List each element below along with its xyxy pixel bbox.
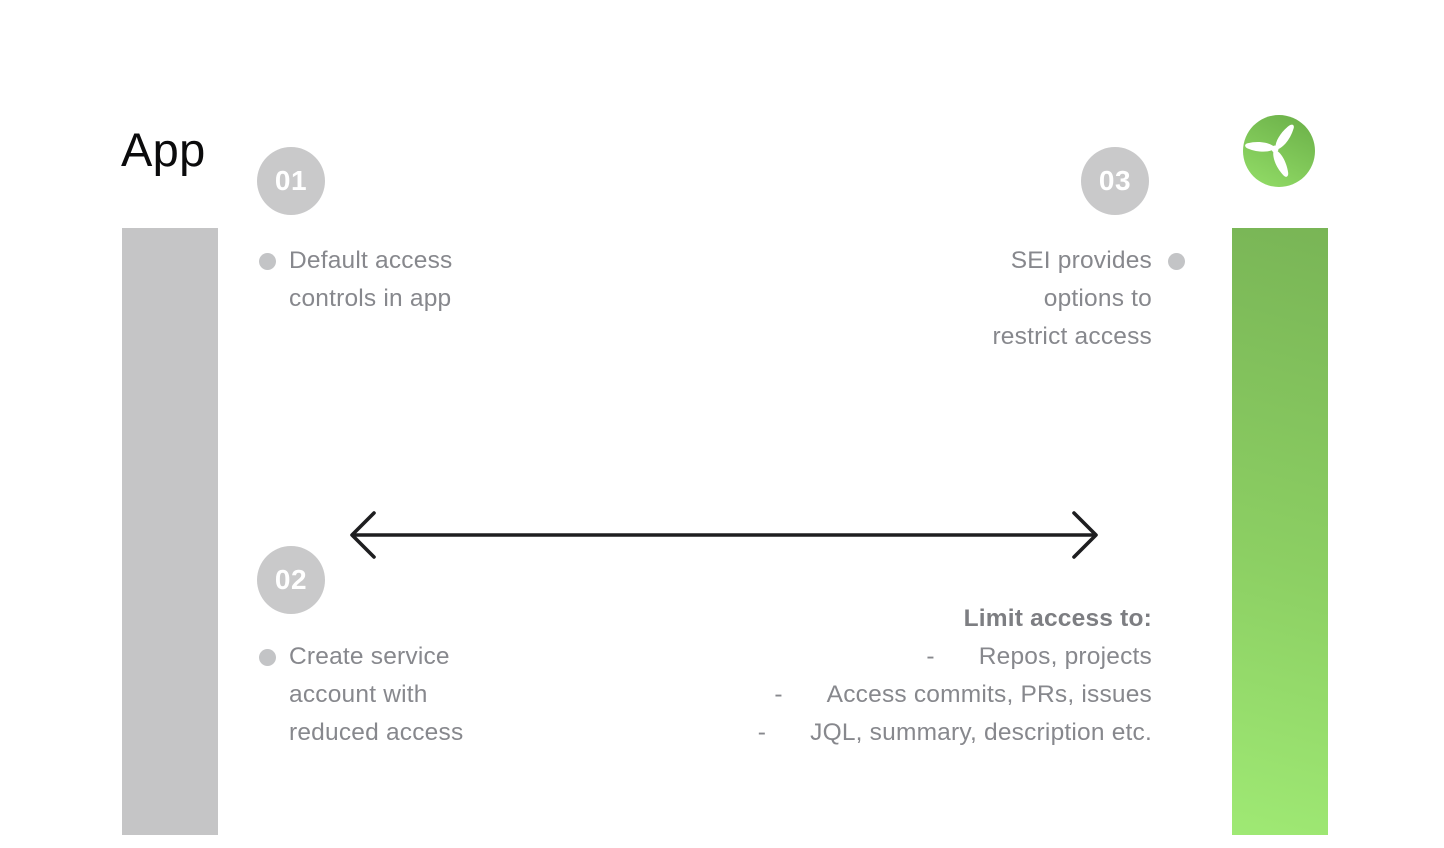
dash-marker: - (757, 719, 767, 746)
limit-access-item-text: JQL, summary, description etc. (810, 719, 1152, 746)
bullet-icon (1168, 253, 1185, 270)
dash-marker: - (926, 643, 935, 670)
note-line: reduced access (289, 719, 464, 746)
left-gray-bar (122, 228, 218, 835)
limit-access-item: - JQL, summary, description etc. (758, 714, 1152, 752)
bullet-icon (259, 649, 276, 666)
dash-marker: - (774, 681, 783, 708)
limit-access-item-text: Repos, projects (978, 643, 1152, 670)
step-badge-02: 02 (257, 546, 325, 614)
propeller-icon (1243, 115, 1315, 187)
right-green-bar (1232, 228, 1328, 835)
step-02-note: Create service account with reduced acce… (289, 638, 463, 752)
limit-access-item-text: Access commits, PRs, issues (826, 681, 1152, 708)
propeller-logo (1243, 115, 1315, 187)
limit-access-item: - Access commits, PRs, issues (758, 676, 1152, 714)
note-line: controls in app (289, 285, 452, 312)
note-line: Default access (289, 247, 453, 274)
note-line: Create service (289, 643, 450, 670)
note-line: account with (289, 681, 428, 708)
limit-access-heading: Limit access to: (963, 605, 1152, 632)
page-title: App (121, 123, 206, 176)
bullet-icon (259, 253, 276, 270)
note-line: SEI provides (1010, 247, 1152, 274)
step-badge-03: 03 (1081, 147, 1149, 215)
double-arrow-icon (350, 511, 1098, 559)
step-03-note: SEI provides options to restrict access (992, 242, 1152, 356)
limit-access-item: - Repos, projects (758, 638, 1152, 676)
note-line: options to (1043, 285, 1152, 312)
step-badge-01: 01 (257, 147, 325, 215)
note-line: restrict access (992, 323, 1152, 350)
limit-access-block: Limit access to: - Repos, projects - Acc… (758, 600, 1152, 752)
step-01-note: Default access controls in app (289, 242, 453, 318)
